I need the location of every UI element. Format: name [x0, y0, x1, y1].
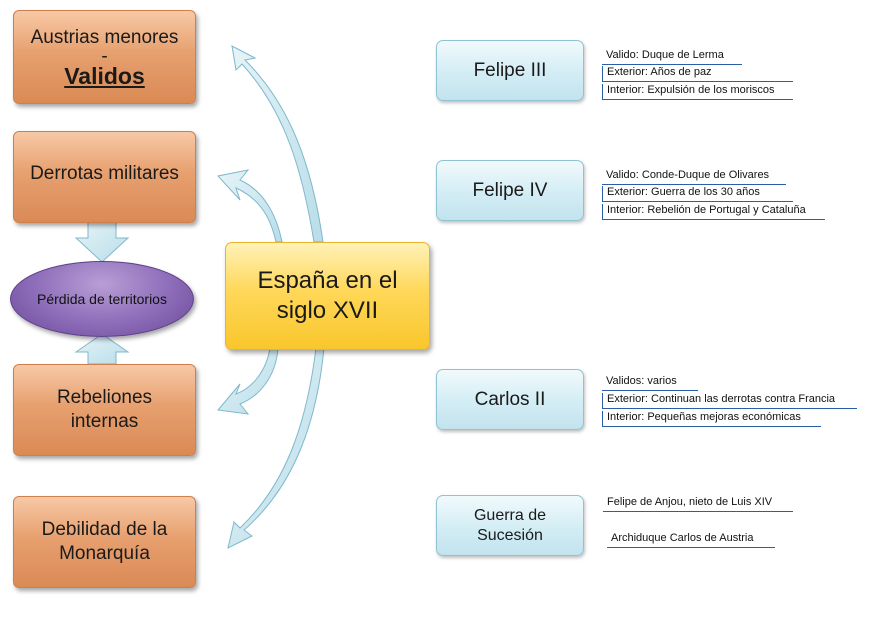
central-topic-box: España en el siglo XVII — [225, 242, 430, 350]
debilidad-monarquia-box: Debilidad de la Monarquía — [13, 496, 196, 588]
carlos-ii-note-validos: Validos: varios — [602, 375, 698, 391]
arrow-to-austrias — [231, 45, 324, 243]
guerra-sucesion-box: Guerra de Sucesión — [436, 495, 584, 556]
sucesion-note-felipe-anjou: Felipe de Anjou, nieto de Luis XIV — [603, 496, 793, 512]
arrow-to-derrotas — [217, 169, 283, 243]
felipe-iv-note-exterior: Exterior: Guerra de los 30 años — [602, 186, 793, 202]
validos-label: Validos — [64, 63, 145, 89]
debilidad-line2: Monarquía — [59, 543, 150, 564]
carlos-ii-note-exterior: Exterior: Continuan las derrotas contra … — [602, 393, 857, 409]
arrow-derrotas-to-perdida — [74, 221, 130, 263]
felipe-iii-note-exterior: Exterior: Años de paz — [602, 66, 793, 82]
carlos-ii-label: Carlos II — [474, 388, 546, 410]
felipe-iii-note-interior: Interior: Expulsión de los moriscos — [602, 84, 793, 100]
central-topic-line2: siglo XVII — [276, 297, 379, 324]
guerra-sucesion-line1: Guerra de — [473, 506, 547, 524]
felipe-iv-box: Felipe IV — [436, 160, 584, 221]
felipe-iii-box: Felipe III — [436, 40, 584, 101]
austrias-menores-label: Austrias menores — [30, 27, 179, 48]
carlos-ii-box: Carlos II — [436, 369, 584, 430]
perdida-territorios-label: Pérdida de territorios — [37, 291, 167, 307]
felipe-iv-note-interior: Interior: Rebelión de Portugal y Cataluñ… — [602, 204, 825, 220]
arrow-rebeliones-to-perdida — [74, 333, 130, 365]
sucesion-note-archiduque: Archiduque Carlos de Austria — [607, 532, 775, 548]
felipe-iv-label: Felipe IV — [472, 179, 548, 201]
arrow-to-rebeliones — [217, 347, 279, 415]
guerra-sucesion-line2: Sucesión — [477, 526, 543, 544]
perdida-territorios-ellipse: Pérdida de territorios — [10, 261, 194, 337]
rebeliones-internas-box: Rebeliones internas — [13, 364, 196, 456]
debilidad-line1: Debilidad de la — [41, 519, 168, 540]
felipe-iii-note-valido: Valido: Duque de Lerma — [602, 49, 742, 65]
austrias-menores-box: Austrias menores - Validos — [13, 10, 196, 104]
austrias-separator: - — [101, 46, 108, 67]
felipe-iii-label: Felipe III — [473, 59, 547, 81]
derrotas-militares-label: Derrotas militares — [30, 163, 179, 184]
felipe-iv-note-valido: Valido: Conde-Duque de Olivares — [602, 169, 786, 185]
derrotas-militares-box: Derrotas militares — [13, 131, 196, 223]
rebeliones-line2: internas — [70, 411, 139, 432]
rebeliones-line1: Rebeliones — [56, 387, 153, 408]
central-topic-line1: España en el — [257, 267, 398, 294]
carlos-ii-note-interior: Interior: Pequeñas mejoras económicas — [602, 411, 821, 427]
arrow-to-debilidad — [227, 347, 325, 549]
